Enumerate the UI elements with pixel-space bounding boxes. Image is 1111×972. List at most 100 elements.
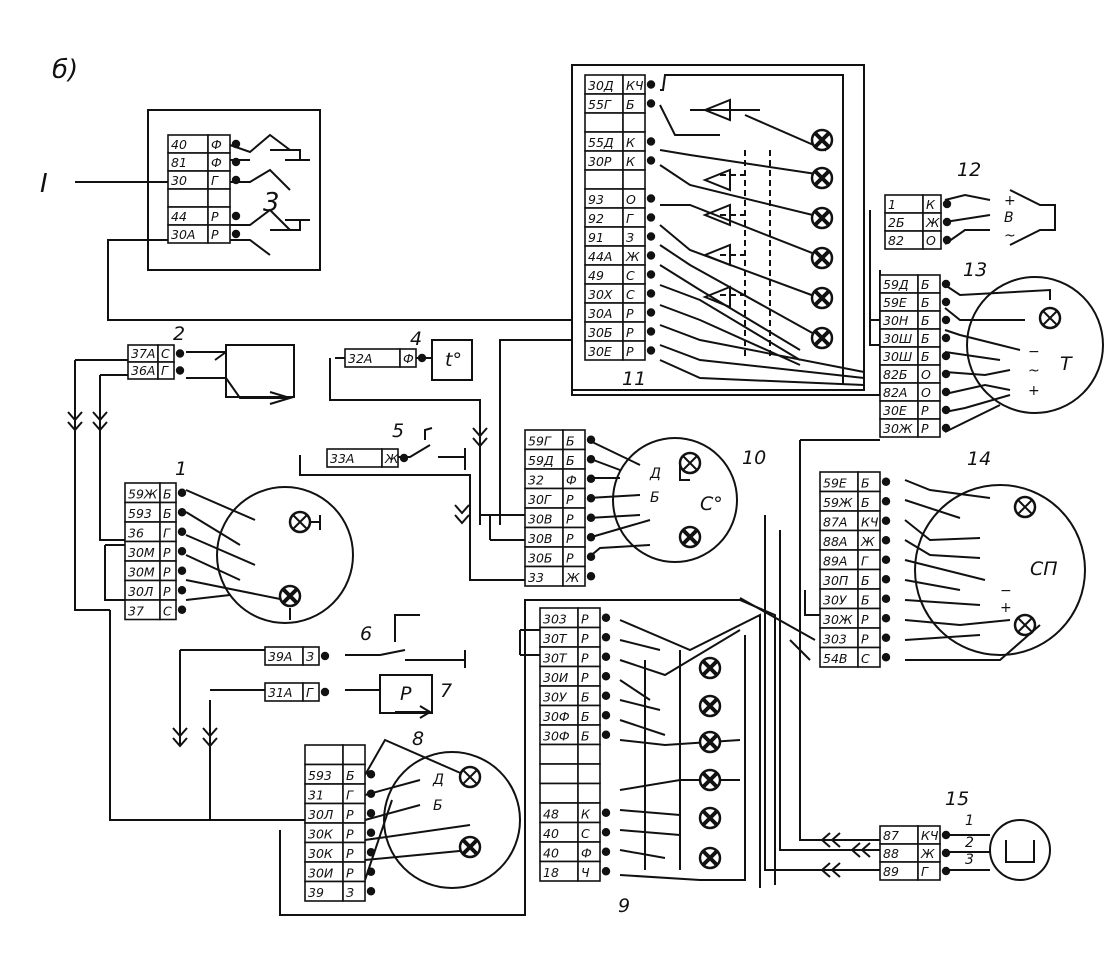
junction-dot: [601, 652, 611, 661]
terminal-code: 32А: [348, 351, 372, 366]
junction-dot: [601, 730, 611, 739]
terminal-color: Ч: [581, 865, 590, 880]
module-3-frame: [147, 109, 321, 271]
comp-2-box: [225, 344, 295, 398]
terminal-block-b4: 32А Ф: [344, 348, 417, 368]
lamp-icon: [810, 128, 834, 152]
gauge-8-circle: [383, 751, 521, 889]
terminal-color: Б: [566, 453, 575, 468]
terminal-color: Б: [346, 768, 355, 783]
terminal-code: 303: [543, 612, 567, 627]
terminal-color: Ф: [566, 473, 577, 488]
junction-dot: [881, 555, 891, 564]
junction-dot: [601, 672, 611, 681]
terminal-cell: [399, 348, 417, 368]
num-5: 5: [392, 420, 404, 442]
junction-dot: [586, 494, 596, 503]
oil-label: Р: [400, 683, 412, 705]
junction-dot: [177, 488, 187, 497]
lamp-icon: [288, 510, 312, 534]
terminal-code: 30Т: [543, 651, 568, 666]
terminal-color: С: [163, 604, 172, 619]
terminal-color: Б: [861, 573, 870, 588]
terminal-cell: [577, 782, 601, 804]
terminal-code: 31: [308, 788, 324, 803]
junction-dot: [942, 217, 952, 227]
thermo-label: t°: [445, 349, 462, 371]
terminal-code: 18: [543, 865, 559, 880]
junction-dot: [586, 474, 596, 483]
num-14: 14: [967, 448, 991, 470]
module-3-internal: [229, 133, 291, 256]
lamp-icon: [698, 806, 722, 830]
junction-dot: [366, 789, 376, 798]
connector-icon: [472, 427, 488, 448]
terminal-code: 59Д: [883, 277, 909, 292]
terminal-color: О: [921, 385, 931, 400]
wire-3-label: 3: [965, 852, 974, 868]
diode-icon: [690, 98, 760, 122]
terminal-cell: [157, 361, 175, 380]
num-12: 12: [957, 159, 981, 181]
lamp-icon: [458, 835, 482, 859]
gauge-13-wires: [944, 284, 1051, 433]
wire-2-label: 2: [965, 835, 974, 851]
tacho-plus: +: [1028, 383, 1040, 399]
terminal-code: 87: [883, 828, 899, 843]
module-11-wires: [659, 74, 865, 386]
junction-dot: [941, 333, 951, 343]
terminal-color: С: [626, 287, 635, 302]
terminal-color: Р: [581, 612, 589, 627]
wire-2-left: [75, 359, 130, 376]
num-15: 15: [945, 788, 969, 810]
terminal-color: Р: [566, 512, 574, 527]
junction-dot: [601, 633, 611, 642]
junction-dot: [941, 297, 951, 307]
terminal-code: 30Н: [883, 313, 909, 328]
terminal-color: Г: [921, 864, 929, 879]
lamp-icon: [278, 584, 302, 608]
terminal-code: 82Б: [883, 367, 907, 382]
module-11-frame: [571, 64, 865, 391]
terminal-code: 30: [171, 173, 187, 188]
terminal-color: Б: [581, 729, 590, 744]
terminal-color: Б: [163, 487, 172, 502]
speedo-plus: +: [1000, 600, 1012, 616]
terminal-color: Ф: [403, 351, 414, 366]
terminal-color: Г: [163, 526, 171, 541]
wire-14-15: [764, 439, 880, 871]
lamp-icon: [1013, 613, 1037, 637]
num-13: 13: [963, 259, 987, 281]
junction-dot: [231, 157, 241, 167]
terminal-cell: [584, 169, 624, 190]
terminal-code: 30А: [588, 306, 612, 321]
terminal-cell: [577, 763, 601, 785]
terminal-cell: [622, 340, 646, 361]
gauge-1-circle: [216, 486, 354, 624]
terminal-color: Ф: [581, 846, 592, 861]
terminal-code: 44А: [588, 249, 612, 264]
num-2: 2: [173, 323, 185, 345]
connector-icon: [67, 411, 83, 432]
terminal-color: Р: [566, 531, 574, 546]
terminal-code: 30Б: [588, 325, 612, 340]
terminal-cell: [167, 188, 209, 208]
terminal-color: Р: [346, 827, 354, 842]
tacho-ac: ~: [1028, 363, 1040, 379]
terminal-code: 30Е: [883, 403, 907, 418]
terminal-code: 48: [543, 807, 559, 822]
num-11: 11: [622, 368, 646, 390]
terminal-cell: [917, 418, 941, 438]
gauge-14-wires: [804, 479, 1041, 661]
terminal-code: 44: [171, 209, 187, 224]
terminal-cell: [381, 448, 399, 468]
terminal-code: 303: [823, 632, 847, 647]
terminal-cell: [917, 861, 941, 881]
terminal-color: Р: [346, 807, 354, 822]
gauge-8-D: Д: [432, 772, 444, 788]
terminal-code: 36А: [131, 363, 155, 378]
terminal-color: К: [626, 135, 636, 150]
